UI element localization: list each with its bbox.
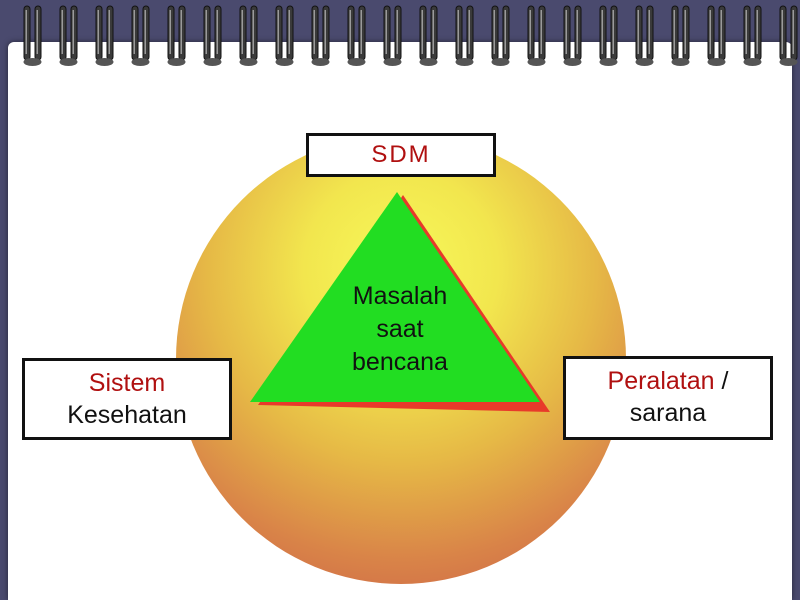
slash-label: / bbox=[714, 367, 729, 395]
sdm-label: SDM bbox=[371, 141, 431, 168]
spiral-binding bbox=[23, 5, 798, 66]
binding-ring bbox=[59, 5, 78, 66]
sarana-label: sarana bbox=[629, 399, 707, 427]
peralatan-label: Peralatan bbox=[607, 367, 715, 395]
sdm-box: SDM bbox=[306, 133, 496, 177]
binding-ring bbox=[347, 5, 366, 66]
sistem-kesehatan-box: Sistem Kesehatan bbox=[22, 358, 232, 440]
central-triangle bbox=[250, 192, 550, 412]
binding-ring bbox=[95, 5, 114, 66]
binding-ring bbox=[491, 5, 510, 66]
peralatan-sarana-box: Peralatan / sarana bbox=[563, 356, 773, 440]
binding-ring bbox=[455, 5, 474, 66]
binding-ring bbox=[167, 5, 186, 66]
center-line-2: saat bbox=[376, 315, 424, 343]
binding-ring bbox=[599, 5, 618, 66]
binding-ring bbox=[635, 5, 654, 66]
kesehatan-label: Kesehatan bbox=[67, 401, 187, 429]
sistem-label: Sistem bbox=[88, 369, 166, 397]
binding-ring bbox=[671, 5, 690, 66]
binding-ring bbox=[275, 5, 294, 66]
binding-ring bbox=[707, 5, 726, 66]
binding-ring bbox=[743, 5, 762, 66]
center-text: Masalah saat bencana bbox=[320, 280, 480, 379]
binding-ring bbox=[779, 5, 798, 66]
binding-ring bbox=[383, 5, 402, 66]
center-line-1: Masalah bbox=[352, 282, 448, 310]
center-line-3: bencana bbox=[352, 348, 448, 376]
binding-ring bbox=[239, 5, 258, 66]
binding-ring bbox=[419, 5, 438, 66]
binding-ring bbox=[311, 5, 330, 66]
binding-ring bbox=[23, 5, 42, 66]
binding-ring bbox=[203, 5, 222, 66]
binding-ring bbox=[131, 5, 150, 66]
triangle-fill bbox=[250, 192, 540, 402]
binding-ring bbox=[527, 5, 546, 66]
binding-ring bbox=[563, 5, 582, 66]
